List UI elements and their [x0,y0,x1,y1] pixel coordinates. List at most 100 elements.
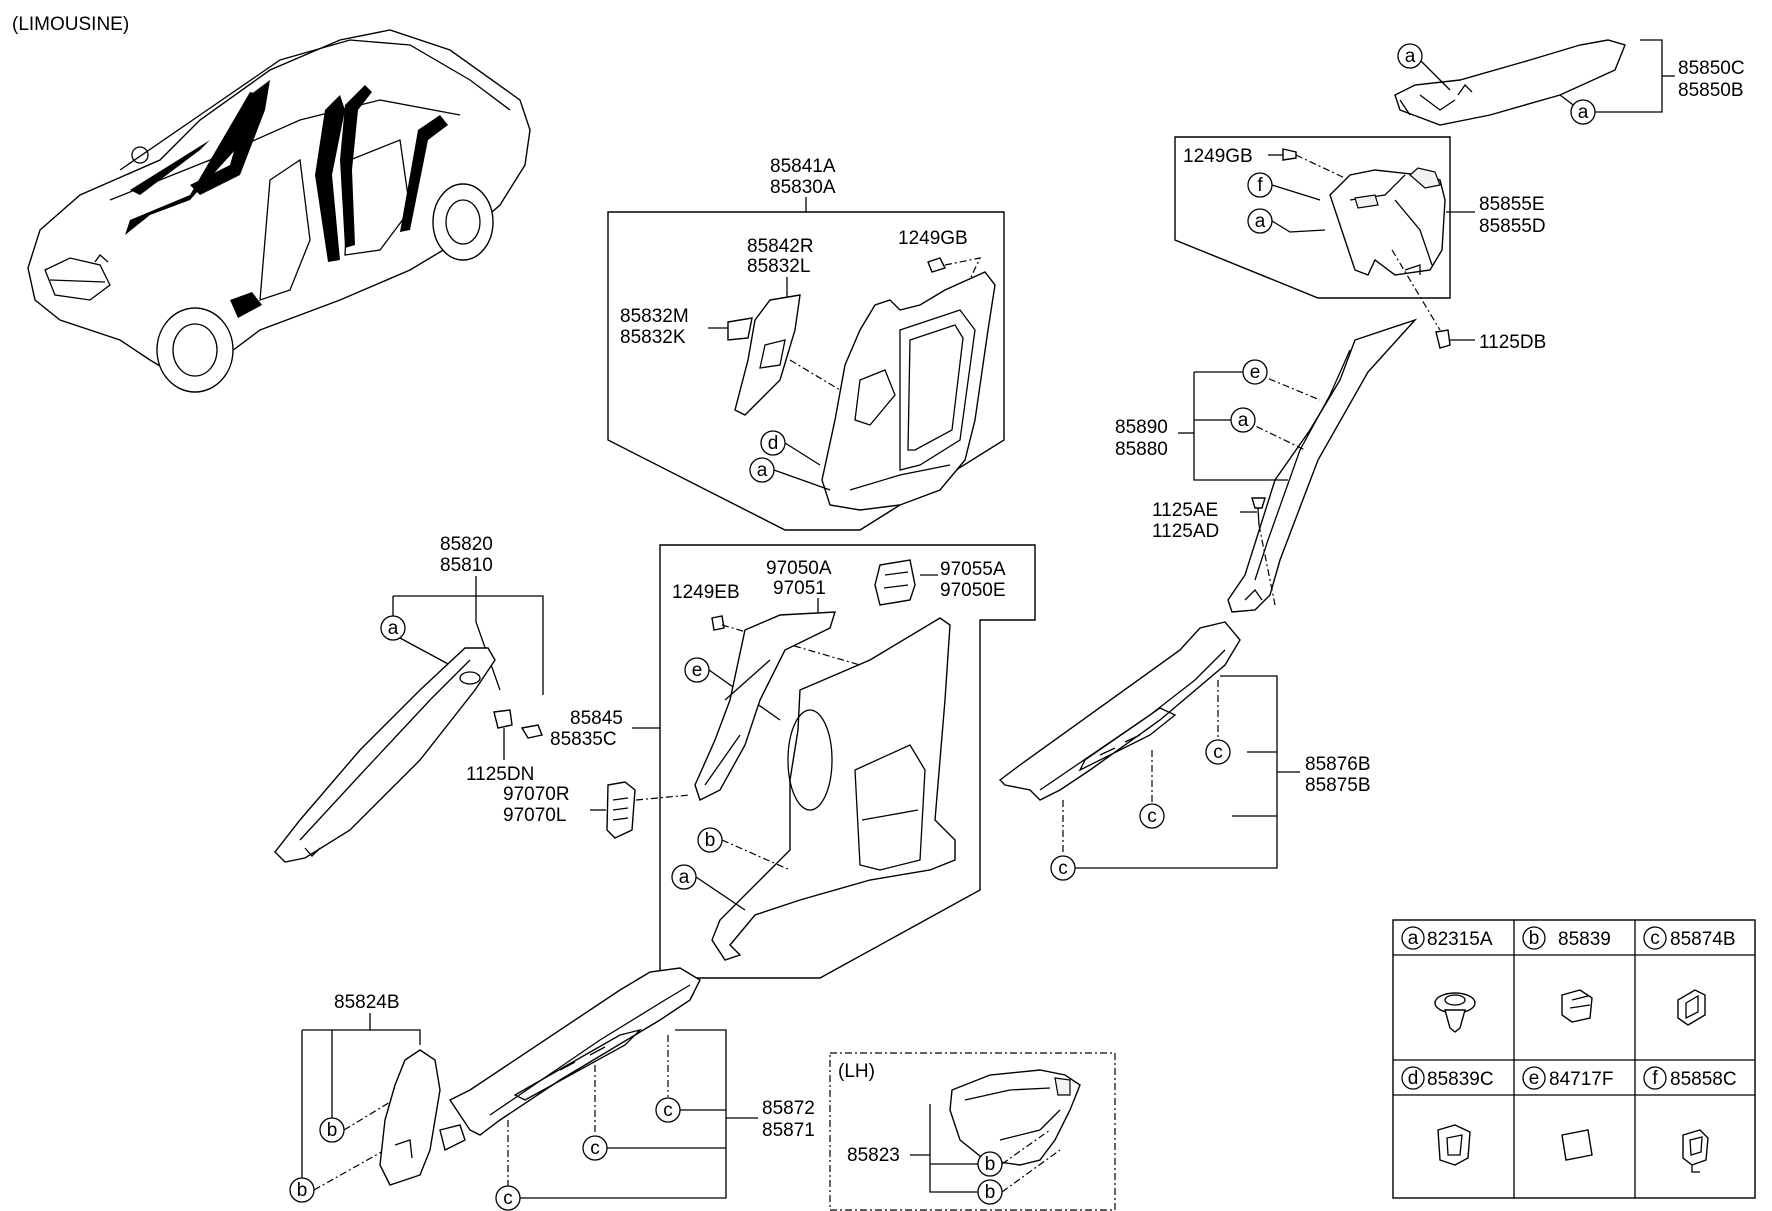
svg-text:a: a [679,867,690,888]
label-85876b: 85876B [1305,754,1371,775]
clip-85874b-icon [1677,989,1706,1026]
label-85824b: 85824B [334,992,400,1013]
svg-text:b: b [705,830,716,851]
label-85845: 85845 [570,708,623,729]
label-85872: 85872 [762,1098,815,1119]
legend-code-85839: 85839 [1558,929,1611,950]
legend-letter-c: c [1650,928,1660,949]
svg-text:c: c [1058,858,1068,879]
fastener-legend-table: a 82315A b 85839 c 85874B d 85839C e 847… [1392,919,1756,1199]
part-85872-front-door-scuff-plate [448,967,701,1136]
svg-text:c: c [1147,806,1157,827]
label-1125dn: 1125DN [466,764,534,785]
callout-c-85872-3 [495,1185,521,1211]
lh-label: (LH) [838,1061,875,1082]
svg-text:a: a [1255,211,1266,232]
svg-text:e: e [692,660,703,681]
callout-c-85872-1 [655,1097,681,1123]
label-85820: 85820 [440,534,493,555]
callout-c-85876-1 [1205,739,1231,765]
callout-a-85820 [380,615,406,641]
callout-c-85876-3 [1050,855,1076,881]
label-85841a: 85841A [770,156,836,177]
part-97070-seat-belt-cover [606,781,636,839]
diagram-title: (LIMOUSINE) [12,14,129,35]
label-85855e: 85855E [1479,194,1545,215]
legend-code-82315a: 82315A [1427,929,1493,950]
label-85810: 85810 [440,555,493,576]
label-97070r: 97070R [503,784,570,805]
svg-text:c: c [663,1100,673,1121]
label-85842r: 85842R [747,236,814,257]
label-97050a: 97050A [766,558,832,579]
part-85842-switch-bezel [734,294,801,416]
label-85875b: 85875B [1305,775,1371,796]
label-1125ae: 1125AE [1152,500,1218,521]
label-85832l: 85832L [747,256,810,277]
legend-letter-d: d [1408,1068,1419,1089]
part-85855-c-pillar-lower-trim [1329,167,1446,276]
label-1249eb: 1249EB [672,582,740,603]
svg-text:c: c [590,1138,600,1159]
clip-85839c-icon [1437,1124,1471,1166]
label-1249gb-top: 1249GB [1183,146,1253,167]
label-1249gb-mid: 1249GB [898,228,968,249]
part-85824-cowl-side-trim [379,1049,466,1186]
label-1125ad: 1125AD [1152,521,1219,542]
svg-text:d: d [768,433,779,454]
clip-85839-icon [1561,989,1593,1023]
label-97050e: 97050E [940,580,1006,601]
clip-85858c-icon [1682,1129,1709,1173]
svg-text:b: b [985,1182,996,1203]
clip-82315a-icon [1434,992,1476,1033]
svg-text:a: a [757,460,768,481]
part-85850-c-pillar-trim [1394,39,1626,126]
car-illustration [27,29,531,393]
legend-code-85858c: 85858C [1670,1069,1737,1090]
svg-text:b: b [297,1180,308,1201]
callout-c-85876-2 [1139,803,1165,829]
svg-text:c: c [1213,742,1223,763]
svg-text:e: e [1250,362,1261,383]
part-85845-center-pillar-lower-trim [694,611,956,961]
svg-text:a: a [1578,102,1589,123]
svg-text:b: b [327,1120,338,1141]
legend-letter-e: e [1529,1068,1540,1089]
group-box-lh [829,1052,1116,1211]
label-85832k: 85832K [620,327,686,348]
label-85850c: 85850C [1678,58,1745,79]
label-1125db: 1125DB [1479,332,1546,353]
part-85820-a-pillar-trim [274,647,496,863]
svg-text:c: c [503,1188,513,1209]
clip-84717f-icon [1561,1129,1593,1161]
legend-code-85874b: 85874B [1670,929,1736,950]
label-85830a: 85830A [770,177,836,198]
svg-text:a: a [1405,46,1416,67]
callout-a-85850-top [1397,43,1423,69]
legend-code-84717f: 84717F [1549,1069,1613,1090]
label-85871: 85871 [762,1120,815,1141]
part-85890-b-pillar-trim [1227,318,1418,613]
svg-text:f: f [1257,175,1263,196]
legend-letter-f: f [1652,1068,1658,1089]
callout-a-85850-bottom [1570,99,1596,125]
svg-text:a: a [1238,410,1249,431]
callout-e-85890 [1242,359,1268,385]
group-box-85855 [1174,136,1451,299]
label-85890: 85890 [1115,417,1168,438]
label-85850b: 85850B [1678,80,1744,101]
label-85855d: 85855D [1479,216,1546,237]
part-85841-b-pillar-lower-trim [821,271,996,511]
part-85823-cowl-trim-lh [949,1069,1081,1166]
svg-text:a: a [388,618,399,639]
group-box-85841 [607,211,1005,531]
label-85835c: 85835C [550,729,617,750]
legend-letter-b: b [1529,928,1540,949]
callout-c-85872-2 [582,1135,608,1161]
part-85876-rear-door-scuff-plate [998,621,1241,801]
svg-text:b: b [985,1154,996,1175]
label-97055a: 97055A [940,559,1006,580]
label-97070l: 97070L [503,805,566,826]
label-85823: 85823 [847,1145,900,1166]
